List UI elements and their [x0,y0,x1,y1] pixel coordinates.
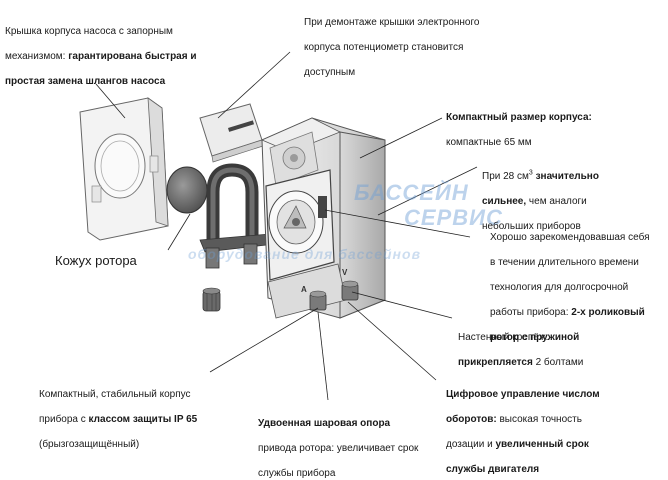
caption-ball-bearing: Удвоенная шаровая опора привода ротора: … [258,405,418,480]
caption-digital-line3: дозации и [446,438,496,450]
caption-wall-line1: Настенный крепёж: [458,331,549,343]
caption-roller-line5: ротор с пружиной [490,331,580,343]
caption-pot-line2: корпуса потенциометр становится [304,41,464,53]
caption-strong-line2-bold: сильнее, [482,195,527,207]
caption-pot-line1: При демонтаже крышки электронного [304,16,480,28]
caption-body-ip65: Компактный, стабильный корпус прибора с … [39,376,197,451]
caption-body-line3: (брызгозащищённый) [39,438,140,450]
caption-wall-line2: 2 болтами [532,356,584,368]
caption-strong-line2: чем аналоги [526,195,587,207]
caption-lid-line3: простая замена шлангов насоса [5,75,166,87]
caption-roller-line3: технология для долгосрочной [490,281,629,293]
caption-lid-line2: механизмом: [5,50,69,62]
caption-rotor-housing: Кожух ротора [55,253,137,268]
caption-strong-line1: При 28 см [482,170,529,182]
hose-nut [202,287,221,312]
pump-hose [199,163,276,269]
caption-pot-line3: доступным [304,66,356,78]
caption-digital-line1: Цифровое управление числом [446,388,600,400]
caption-roller-line1: Хорошо зарекомендовавшая себя [490,231,650,243]
pump-body: A V [260,117,386,319]
watermark-line3: оборудование для бассейнов [188,246,422,262]
caption-body-line2: прибора с [39,413,89,425]
caption-strong-line3: небольших приборов [482,220,581,232]
caption-compact-size: Компактный размер корпуса: компактные 65… [446,99,592,149]
caption-lid: Крышка корпуса насоса с запорным механиз… [5,13,197,88]
caption-strong-sup: 3 [528,169,533,177]
caption-strong-line1-bold: значительно [532,170,599,182]
caption-bearing-line2: привода ротора: увеличивает срок [258,442,419,454]
caption-strength: При 28 см3 значительно сильнее, чем анал… [482,158,599,233]
caption-roller-line4-bold: 2-х роликовый [571,306,645,318]
caption-digital-line2-bold: оборотов: [446,413,497,425]
caption-lid-line2-bold: гарантирована быстрая и [68,50,197,62]
caption-digital-control: Цифровое управление числом оборотов: выс… [446,376,600,476]
port-label-v: V [342,268,348,277]
caption-roller-line2: в течении длительного времени [490,256,639,268]
caption-roller-line4: работы прибора: [490,306,572,318]
caption-digital-line4: службы двигателя [446,463,540,475]
rotor-disc [166,166,208,214]
caption-bearing-title: Удвоенная шаровая опора [258,417,391,429]
caption-body-line1: Компактный, стабильный корпус [39,388,191,400]
watermark-line2: СЕРВИС [404,205,503,230]
caption-lid-line1: Крышка корпуса насоса с запорным [5,25,173,37]
caption-digital-line3-bold: увеличенный срок [495,438,589,450]
exploded-pump-illustration: A V [79,51,478,401]
caption-bearing-line3: службы прибора [258,467,336,479]
caption-compact-text: компактные 65 мм [446,136,532,148]
caption-roller-rotor: Хорошо зарекомендовавшая себя в течении … [490,219,650,344]
caption-digital-line2: высокая точность [496,413,582,425]
port-label-a: A [301,285,307,294]
watermark-line1: БАССЕЙН [354,180,469,205]
transparent-lid [79,97,169,241]
caption-wall-mount: Настенный крепёж: прикрепляется 2 болтам… [458,319,583,369]
leader-lines [95,51,478,401]
electronics-cover [199,103,264,163]
caption-potentiometer: При демонтаже крышки электронного корпус… [304,4,479,79]
caption-compact-title: Компактный размер корпуса: [446,111,592,123]
caption-body-line2-bold: классом защиты IP 65 [88,413,198,425]
caption-wall-line2-bold: прикрепляется [458,356,533,368]
